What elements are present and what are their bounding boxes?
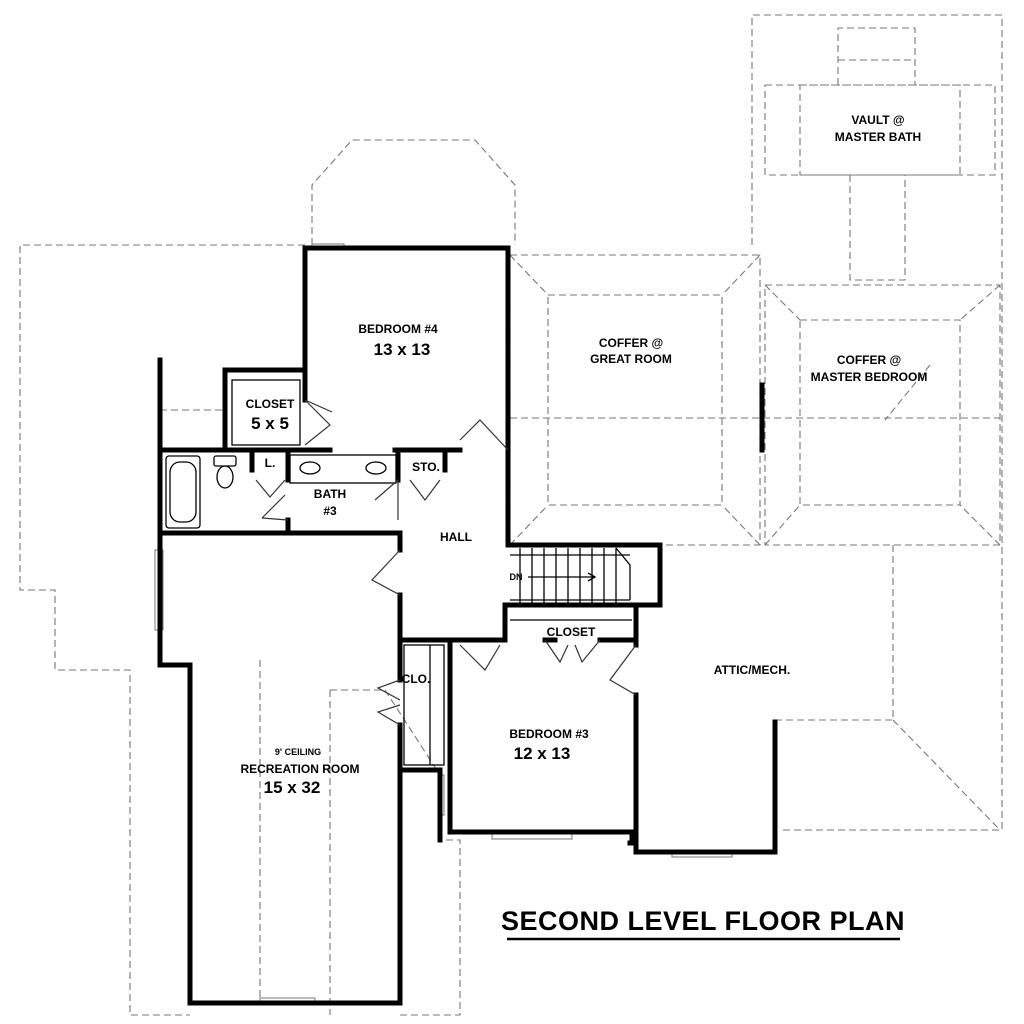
clo-label: CLO. — [402, 672, 431, 686]
bath3-number: #3 — [323, 504, 337, 518]
master-bath-ceiling-line2: MASTER BATH — [835, 130, 921, 144]
master-bedroom-ceiling-line2: MASTER BEDROOM — [811, 370, 928, 384]
closet-upper-size: 5 x 5 — [251, 414, 289, 433]
master-bedroom-ceiling-line1: COFFER @ — [837, 353, 901, 367]
hall-label: HALL — [440, 530, 472, 544]
great-room-ceiling-line2: GREAT ROOM — [590, 352, 672, 366]
recreation-size: 15 x 32 — [264, 778, 321, 797]
walls — [157, 245, 778, 1006]
great-room-ceiling-line1: COFFER @ — [599, 336, 663, 350]
bedroom3-name: BEDROOM #3 — [509, 727, 589, 741]
recreation-ceiling: 9' CEILING — [275, 747, 321, 757]
stair-treads — [510, 547, 631, 603]
bath3-name: BATH — [314, 487, 346, 501]
closet-lower-label: CLOSET — [547, 625, 596, 639]
room-labels: BEDROOM #4 13 x 13 CLOSET 5 x 5 L. STO. … — [240, 113, 927, 797]
storage-label: STO. — [412, 460, 440, 474]
master-bath-ceiling-line1: VAULT @ — [851, 113, 904, 127]
doors — [255, 399, 637, 726]
bedroom4-name: BEDROOM #4 — [358, 322, 438, 336]
stair-down-label: DN — [510, 572, 523, 582]
roof-outline — [19, 14, 1003, 1016]
plan-title: SECOND LEVEL FLOOR PLAN — [501, 906, 905, 936]
bedroom3-size: 12 x 13 — [514, 744, 571, 763]
bedroom4-size: 13 x 13 — [374, 340, 431, 359]
fixtures — [165, 379, 632, 766]
linen-label: L. — [265, 456, 276, 470]
recreation-name: RECREATION ROOM — [240, 762, 359, 776]
closet-upper-name: CLOSET — [246, 397, 295, 411]
attic-label: ATTIC/MECH. — [714, 663, 790, 677]
